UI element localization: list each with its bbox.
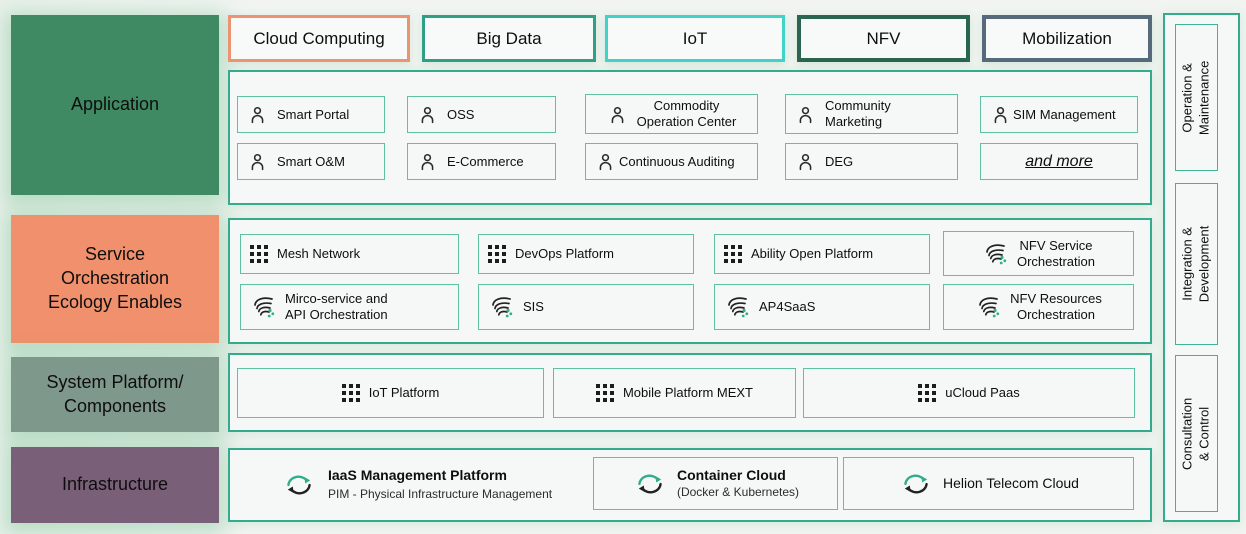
sys-item-label: Mobile Platform MEXT xyxy=(622,385,754,401)
grid-icon xyxy=(488,245,506,263)
rail-item-label: Consultation & Control xyxy=(1179,397,1212,470)
person-icon xyxy=(247,151,268,172)
app-item-label: SIM Management xyxy=(1013,106,1116,122)
chip-cloud-computing: Cloud Computing xyxy=(228,15,410,62)
rail-item-label: Operation & Maintenance xyxy=(1179,60,1212,135)
person-icon xyxy=(607,104,628,125)
sys-item-label: IoT Platform xyxy=(368,385,440,401)
app-item-community-marketing: Community Marketing xyxy=(785,94,958,134)
app-item-label: Smart Portal xyxy=(277,106,350,122)
rail-item-integration-development: Integration & Development xyxy=(1175,183,1218,345)
person-icon xyxy=(417,151,438,172)
svc-item-sis: SIS xyxy=(478,284,694,330)
inf-item-sublabel: PIM - Physical Infrastructure Management xyxy=(328,486,553,501)
svc-item-label: Mirco-service and API Orchestration xyxy=(285,291,388,322)
cloud-sync-icon xyxy=(898,470,934,498)
inf-item-label: Container Cloud xyxy=(676,466,786,483)
app-item-label: E-Commerce xyxy=(447,153,524,169)
grid-icon xyxy=(918,384,936,402)
app-item-commodity-operation-center: Commodity Operation Center xyxy=(585,94,758,134)
svc-item-ability-open-platform: Ability Open Platform xyxy=(714,234,930,274)
app-item-label: Smart O&M xyxy=(277,153,345,169)
inf-item-label: IaaS Management Platform xyxy=(328,467,507,484)
inf-item-label: Helion Telecom Cloud xyxy=(943,474,1079,491)
sys-item-iot-platform: IoT Platform xyxy=(237,368,544,418)
person-icon xyxy=(247,104,268,125)
orchestration-icon xyxy=(982,241,1008,267)
svc-item-ap4saas: AP4SaaS xyxy=(714,284,930,330)
person-icon xyxy=(795,151,816,172)
and-more-label: and more xyxy=(1025,152,1093,170)
inf-item-sublabel: (Docker & Kubernetes) xyxy=(676,485,800,500)
chip-nfv: NFV xyxy=(797,15,970,62)
app-item-label: DEG xyxy=(825,153,854,169)
application-row-container xyxy=(228,70,1152,205)
svc-item-label: NFV Service Orchestration xyxy=(1016,237,1096,269)
person-icon xyxy=(417,104,438,125)
svc-item-nfv-resources-orchestration: NFV Resources Orchestration xyxy=(943,284,1134,330)
sys-item-ucloud-paas: uCloud Paas xyxy=(803,368,1135,418)
person-icon xyxy=(795,104,816,125)
svc-item-label: Ability Open Platform xyxy=(751,246,874,262)
sys-item-mobile-platform-mext: Mobile Platform MEXT xyxy=(553,368,796,418)
inf-item-iaas-management-platform: IaaS Management Platform PIM - Physical … xyxy=(281,459,552,511)
app-item-label: OSS xyxy=(447,106,475,122)
svc-item-label: Mesh Network xyxy=(277,246,361,262)
rail-item-operation-maintenance: Operation & Maintenance xyxy=(1175,24,1218,171)
inf-item-helion-telecom-cloud: Helion Telecom Cloud xyxy=(843,457,1134,510)
grid-icon xyxy=(250,245,268,263)
svc-item-label: AP4SaaS xyxy=(759,299,816,315)
svc-item-mesh-network: Mesh Network xyxy=(240,234,459,274)
app-item-sim-management: SIM Management xyxy=(980,96,1138,133)
orchestration-icon xyxy=(724,294,750,320)
grid-icon xyxy=(596,384,614,402)
cloud-sync-icon xyxy=(281,471,317,499)
layer-label-application: Application xyxy=(11,15,219,195)
svc-item-label: NFV Resources Orchestration xyxy=(1010,291,1102,322)
chip-mobilization: Mobilization xyxy=(982,15,1152,62)
app-item-deg: DEG xyxy=(785,143,958,180)
app-item-label: Community Marketing xyxy=(825,98,891,129)
grid-icon xyxy=(724,245,742,263)
app-item-oss: OSS xyxy=(407,96,556,133)
app-item-ecommerce: E-Commerce xyxy=(407,143,556,180)
inf-item-container-cloud: Container Cloud (Docker & Kubernetes) xyxy=(593,457,838,510)
chip-big-data: Big Data xyxy=(422,15,596,62)
app-item-and-more: and more xyxy=(980,143,1138,180)
layer-label-service-orchestration: Service Orchestration Ecology Enables xyxy=(11,215,219,343)
svc-item-microservice-api-orchestration: Mirco-service and API Orchestration xyxy=(240,284,459,330)
sys-item-label: uCloud Paas xyxy=(945,385,1020,401)
person-icon xyxy=(990,104,1011,125)
app-item-smart-portal: Smart Portal xyxy=(237,96,385,133)
svc-item-devops-platform: DevOps Platform xyxy=(478,234,694,274)
orchestration-icon xyxy=(250,294,276,320)
app-item-smart-oandm: Smart O&M xyxy=(237,143,385,180)
layer-label-system-platform: System Platform/ Components xyxy=(11,357,219,432)
grid-icon xyxy=(342,384,360,402)
svc-item-nfv-service-orchestration: NFV Service Orchestration xyxy=(943,231,1134,276)
layer-label-infrastructure: Infrastructure xyxy=(11,447,219,523)
svc-item-label: SIS xyxy=(523,299,544,315)
orchestration-icon xyxy=(488,294,514,320)
app-item-continuous-auditing: Continuous Auditing xyxy=(585,143,758,180)
chip-iot: IoT xyxy=(605,15,785,62)
app-item-label: Continuous Auditing xyxy=(619,153,735,169)
orchestration-icon xyxy=(975,294,1001,320)
svc-item-label: DevOps Platform xyxy=(515,246,614,262)
app-item-label: Commodity Operation Center xyxy=(636,98,737,129)
cloud-sync-icon xyxy=(632,470,668,498)
rail-item-consultation-control: Consultation & Control xyxy=(1175,355,1218,512)
rail-item-label: Integration & Development xyxy=(1179,225,1212,303)
person-icon xyxy=(595,151,616,172)
